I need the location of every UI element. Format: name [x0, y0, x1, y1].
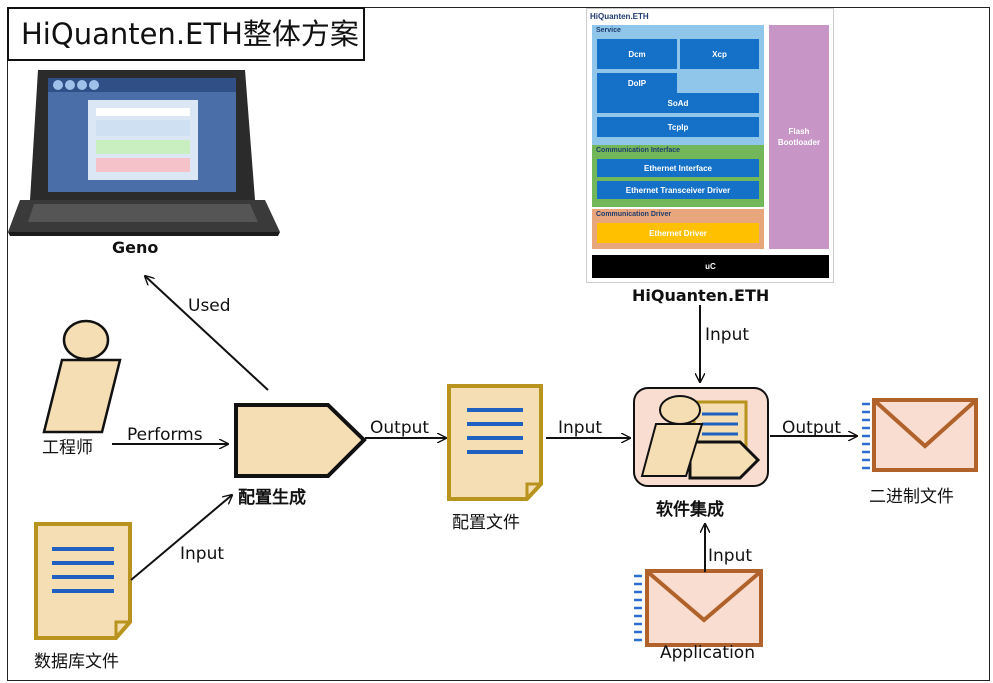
- edge-used-label: Used: [188, 296, 231, 316]
- flash-bootloader-block: Flash Bootloader: [769, 25, 829, 249]
- binary-file-envelope-icon: [862, 398, 978, 472]
- diagram-frame: [7, 7, 990, 681]
- uc-block: uC: [592, 255, 829, 278]
- edge-input-config-label: Input: [558, 418, 603, 438]
- communication-interface-section: Communication Interface Ethernet Interfa…: [592, 145, 764, 207]
- edge-input-application-label: Input: [708, 546, 753, 566]
- software-integration-label: 软件集成: [656, 500, 724, 520]
- config-file-document-icon: [447, 384, 543, 501]
- application-label: Application: [660, 643, 755, 663]
- edge-output-binary-label: Output: [782, 418, 842, 438]
- software-integration-icon: [633, 387, 769, 487]
- communication-driver-section: Communication Driver Ethernet Driver: [592, 209, 764, 249]
- ethernet-interface-block: Ethernet Interface: [597, 159, 759, 177]
- edge-input-database-label: Input: [180, 544, 225, 564]
- arch-caption: HiQuanten.ETH: [632, 286, 770, 305]
- service-section: Service Dcm Xcp DoIP SoAd TcpIp: [592, 25, 764, 147]
- arrow-used: [145, 276, 269, 391]
- laptop-caption: Geno: [112, 238, 159, 257]
- application-envelope-icon: [634, 569, 763, 647]
- soad-block: SoAd: [597, 93, 759, 113]
- doip-block: DoIP: [597, 73, 677, 93]
- config-file-label: 配置文件: [452, 513, 520, 533]
- engineer-label: 工程师: [42, 438, 93, 458]
- tcpip-block: TcpIp: [597, 117, 759, 137]
- config-gen-label: 配置生成: [238, 488, 306, 508]
- edge-input-arch-label: Input: [705, 325, 750, 345]
- binary-file-label: 二进制文件: [869, 487, 954, 507]
- arrow-input-database: [130, 495, 232, 581]
- laptop-icon: [8, 70, 280, 236]
- engineer-icon: [42, 319, 122, 434]
- communication-interface-title: Communication Interface: [596, 147, 681, 154]
- edge-performs-label: Performs: [127, 425, 203, 445]
- service-title: Service: [596, 27, 621, 34]
- communication-driver-title: Communication Driver: [596, 211, 672, 218]
- arch-header: HiQuanten.ETH: [590, 12, 649, 21]
- ethernet-transceiver-block: Ethernet Transceiver Driver: [597, 181, 759, 199]
- architecture-stack: HiQuanten.ETH Service Dcm Xcp DoIP SoAd …: [586, 8, 834, 283]
- diagram-title: HiQuanten.ETH整体方案: [7, 7, 365, 61]
- edge-output-config-label: Output: [370, 418, 430, 438]
- xcp-block: Xcp: [680, 39, 759, 69]
- database-file-label: 数据库文件: [34, 652, 119, 672]
- config-generation-shape: [234, 403, 367, 478]
- database-document-icon: [34, 522, 132, 640]
- ethernet-driver-block: Ethernet Driver: [597, 223, 759, 243]
- dcm-block: Dcm: [597, 39, 677, 69]
